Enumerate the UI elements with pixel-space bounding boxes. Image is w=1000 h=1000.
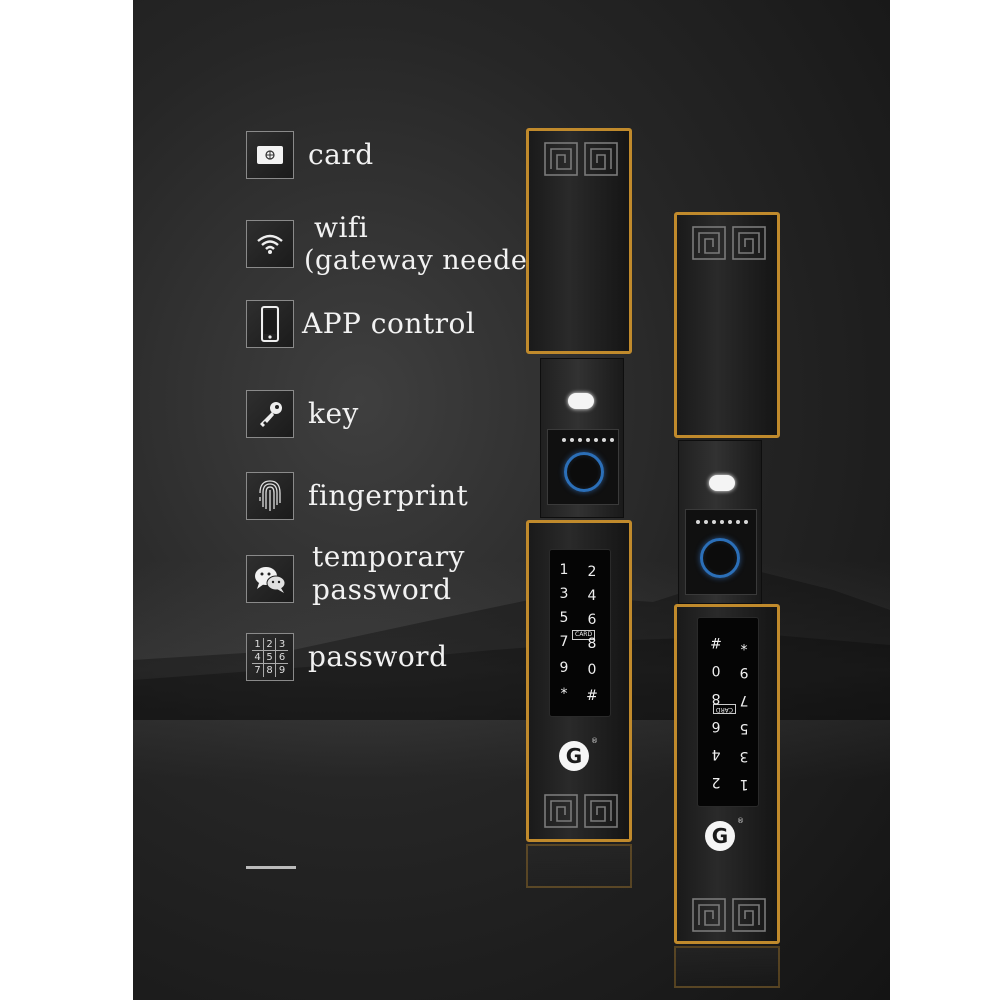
lock-reflection [674, 946, 780, 988]
lock-top-cover [674, 212, 780, 438]
feature-label-key: key [308, 398, 359, 430]
key: 4 [587, 588, 597, 604]
lock-handle-body: 1 2 3 4 5 6 CARD 7 8 9 0 * # G ® [526, 520, 632, 842]
brand-logo: G [559, 741, 589, 771]
feature-label-line: password [312, 573, 452, 606]
lock-reflection [526, 844, 632, 888]
key: 5 [739, 720, 749, 736]
feature-temporary-password: temporary password [246, 540, 465, 606]
registered-mark: ® [737, 817, 744, 825]
feature-label-wifi: wifi (gateway needed) [304, 211, 556, 277]
feature-label-line: temporary [312, 540, 465, 573]
feature-password: 1 2 3 4 5 6 7 8 9 password [246, 633, 448, 681]
registered-mark: ® [591, 737, 598, 745]
keypad-digit: 3 [276, 638, 288, 651]
card-icon [246, 131, 294, 179]
keypad-digit: 4 [252, 650, 264, 664]
keypad-digit: 1 [252, 637, 264, 651]
feature-label-line: fingerprint [308, 479, 469, 512]
key: 8 [587, 636, 597, 652]
indicator-dots [562, 438, 614, 442]
feature-label-line: card [308, 138, 374, 171]
key: * [740, 636, 748, 652]
feature-label-app: APP control [302, 308, 475, 340]
feature-label-line: password [308, 640, 448, 673]
key: 9 [739, 664, 749, 680]
keypad-digit: 2 [264, 637, 276, 651]
meander-ornament-icon [544, 142, 618, 176]
touch-keypad: 1 2 3 4 5 6 CARD 7 8 9 0 * # [549, 549, 611, 717]
key: 5 [559, 610, 569, 626]
meander-ornament-icon [692, 898, 766, 932]
key-icon [246, 390, 294, 438]
fingerprint-sensor [564, 452, 604, 492]
meander-ornament-icon [544, 794, 618, 828]
key: 3 [739, 748, 749, 764]
lock-sensor-block [678, 440, 762, 604]
keypad-digit: 9 [278, 664, 286, 676]
key: 3 [559, 586, 569, 602]
lock-top-cover [526, 128, 632, 354]
shelf-line [246, 866, 296, 869]
keypad-digit: 6 [276, 651, 288, 664]
keypad-digit-grid: 1 2 3 4 5 6 7 8 9 [252, 637, 288, 677]
feature-label-line: (gateway needed) [304, 245, 557, 276]
key: 7 [739, 692, 749, 708]
meander-ornament-icon [692, 226, 766, 260]
feature-app-control: APP control [246, 300, 475, 348]
key: # [710, 634, 722, 650]
feature-card: card [246, 131, 374, 179]
feature-label-temporary: temporary password [312, 540, 465, 606]
feature-label-card: card [308, 139, 374, 171]
key: 8 [711, 690, 721, 706]
wechat-icon [246, 555, 294, 603]
card-tag: CARD [572, 630, 596, 640]
feature-fingerprint: fingerprint [246, 472, 468, 520]
key: 6 [587, 612, 597, 628]
fingerprint-well [547, 429, 619, 505]
fingerprint-icon [246, 472, 294, 520]
key: 6 [711, 718, 721, 734]
fingerprint-well [685, 509, 757, 595]
feature-label-line: key [308, 397, 359, 430]
key: 2 [711, 774, 721, 790]
key: 4 [711, 746, 721, 762]
key: * [560, 686, 568, 702]
smart-lock-inverted: 1 2 3 4 5 6 CARD 7 8 9 0 * # G ® [668, 212, 788, 988]
feature-label-password: password [308, 641, 448, 673]
keypad-digit: 5 [264, 650, 276, 664]
feature-label-line: wifi [314, 211, 369, 244]
feature-key: key [246, 390, 359, 438]
feature-label-fingerprint: fingerprint [308, 480, 468, 512]
wifi-icon [246, 220, 294, 268]
keypad-digit: 7 [252, 663, 264, 677]
key: 0 [711, 662, 721, 678]
fingerprint-sensor [700, 538, 740, 578]
camera-sensor [568, 393, 594, 409]
smart-lock-front: 1 2 3 4 5 6 CARD 7 8 9 0 * # G ® [520, 128, 640, 888]
feature-label-line: APP control [302, 307, 476, 340]
key: 0 [587, 662, 597, 678]
feature-wifi: wifi (gateway needed) [246, 211, 556, 277]
lock-handle-body: 1 2 3 4 5 6 CARD 7 8 9 0 * # G ® [674, 604, 780, 944]
touch-keypad: 1 2 3 4 5 6 CARD 7 8 9 0 * # [697, 617, 759, 807]
phone-icon [246, 300, 294, 348]
brand-logo: G [705, 821, 735, 851]
key: 1 [739, 776, 749, 792]
numeric-keypad-icon: 1 2 3 4 5 6 7 8 9 [246, 633, 294, 681]
camera-sensor [709, 475, 735, 491]
keypad-digit: 8 [264, 663, 276, 677]
key: 7 [559, 634, 569, 650]
key: 9 [559, 660, 569, 676]
lock-sensor-block [540, 358, 624, 518]
indicator-dots [696, 520, 748, 524]
key: 1 [559, 562, 569, 578]
key: 2 [587, 564, 597, 580]
key: # [586, 688, 598, 704]
